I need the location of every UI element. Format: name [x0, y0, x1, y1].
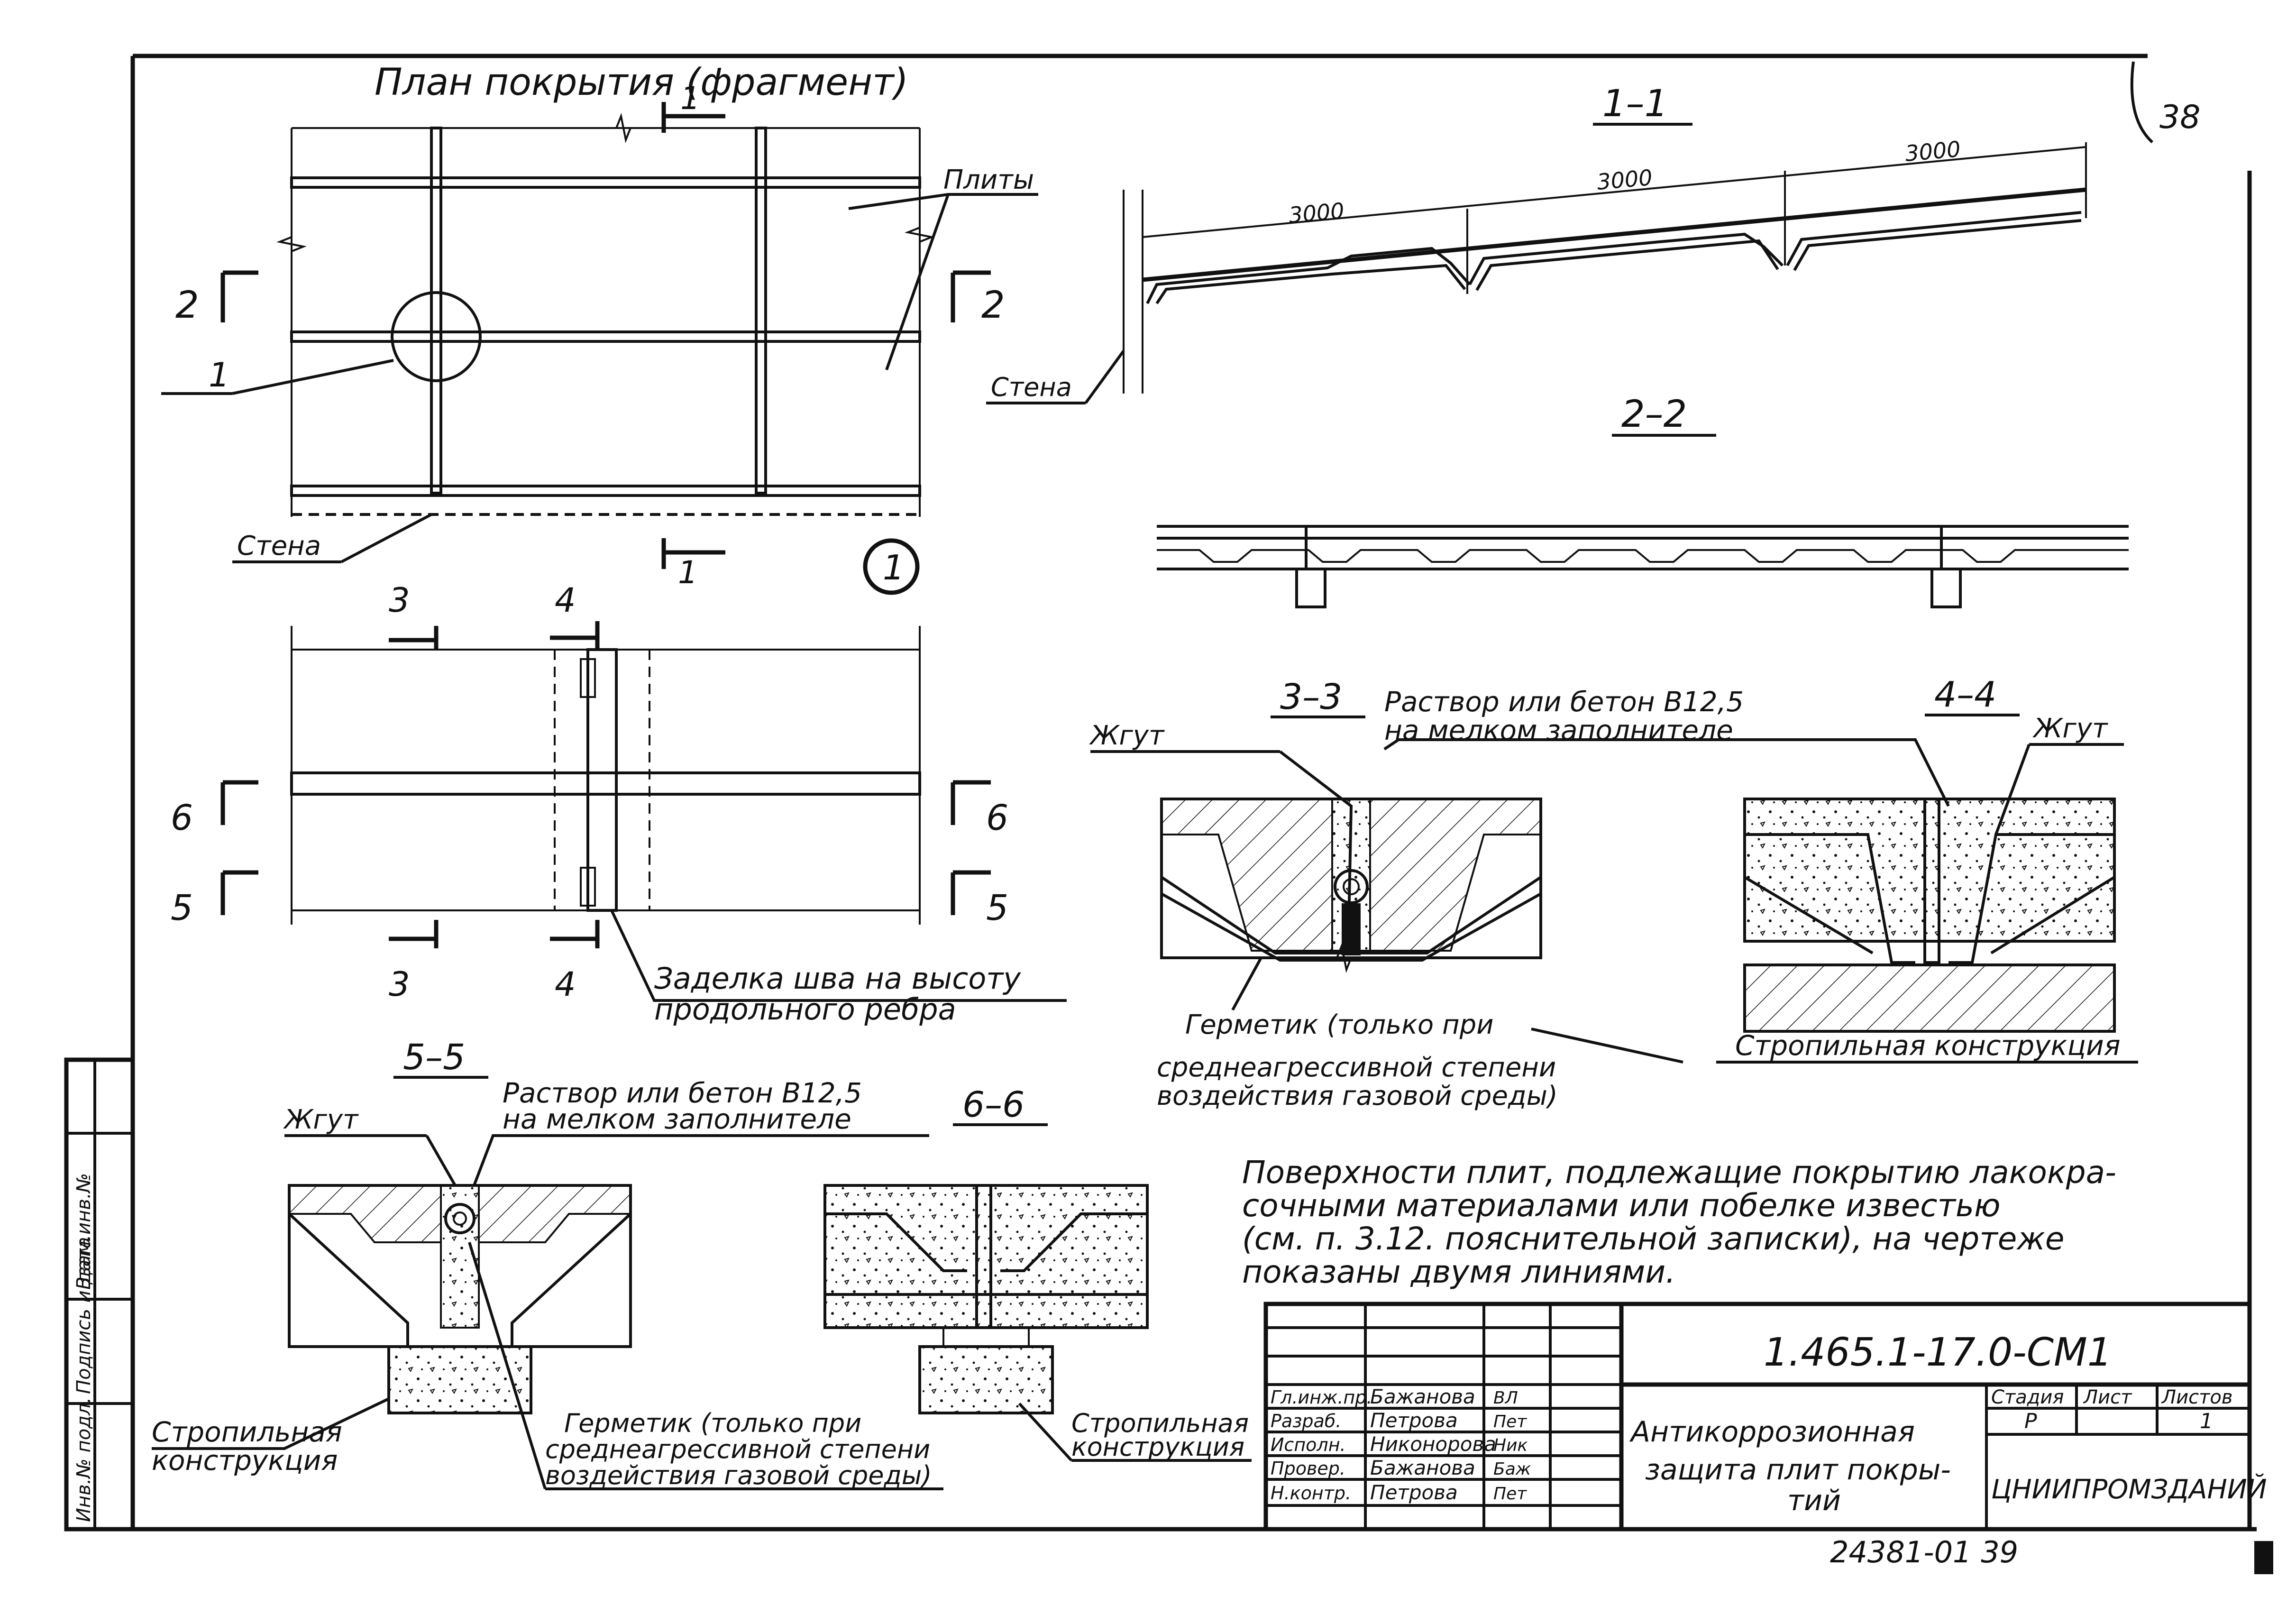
sealant-note-line3: воздействия газовой среды) [1157, 1081, 1558, 1111]
section-1-1-dim-3: 3000 [1904, 136, 1961, 166]
tb-organization: ЦНИИПРОМЗДАНИЙ [1991, 1474, 2267, 1505]
section-6-6-rafter-2: конструкция [1071, 1432, 1244, 1462]
tb-signature-1: ВЛ [1493, 1388, 1518, 1408]
mark-3-top: 3 [389, 581, 410, 620]
stamp-inv-number: Инв.№ подл. [73, 1397, 95, 1522]
section-3-3-title: 3–3 [1280, 677, 1342, 717]
section-1-1-wall-label: Стена [991, 372, 1072, 402]
section-1-1-dim-2: 3000 [1596, 165, 1653, 195]
section-5-5-mortar-2: на мелком заполнителе [503, 1103, 851, 1135]
stamp-signature-date: Подпись и дата [73, 1237, 95, 1394]
stamp-replaces: Взам.инв.№ [73, 1173, 95, 1290]
note-line1: Поверхности плит, подлежащие покрытию ла… [1242, 1154, 2116, 1191]
section-4-4-tube: Жгут [2032, 713, 2108, 744]
mark-6-left: 6 [171, 798, 193, 838]
plan-wall-label: Стена [237, 531, 321, 561]
section-5-5-title: 5–5 [403, 1037, 465, 1078]
section-4-4-rafter: Стропильная конструкция [1735, 1029, 2121, 1062]
section-2-2-drawing [1157, 525, 2129, 608]
tb-name-line3: тий [1787, 1484, 1841, 1517]
corner-mark [2254, 1541, 2273, 1574]
tb-name-5: Петрова [1370, 1481, 1458, 1504]
section-1-1-drawing [986, 142, 2087, 404]
tb-name-line1: Антикоррозионная [1629, 1415, 1915, 1449]
tb-role-1: Гл.инж.пр. [1271, 1387, 1372, 1408]
seam-label-line1: Заделка шва на высоту [654, 961, 1021, 996]
section-6-6-drawing [823, 1184, 1149, 1414]
section-2-label-right: 2 [981, 284, 1005, 327]
side-stamp [64, 1057, 135, 1532]
mark-3-bottom: 3 [389, 965, 410, 1004]
tb-sheets-value: 1 [2200, 1409, 2213, 1433]
plan-leaders [161, 193, 1038, 563]
detail-plan [220, 621, 1067, 1002]
mark-5-right: 5 [986, 888, 1008, 928]
section-3-3-drawing [1090, 738, 1730, 973]
node-1-marker-number: 1 [883, 548, 905, 587]
roof-plan [276, 113, 935, 517]
section-5-5-mortar-1: Раствор или бетон В12,5 [503, 1077, 862, 1109]
mark-4-top: 4 [555, 581, 576, 620]
tb-name-4: Бажанова [1370, 1456, 1475, 1479]
section-2-2-title: 2–2 [1621, 393, 1687, 436]
note-line3: (см. п. 3.12. пояснительной записки), на… [1242, 1220, 2064, 1257]
section-6-6-rafter-1: Стропильная [1071, 1408, 1249, 1438]
tb-col-stage: Стадия [1991, 1386, 2064, 1408]
section-3-3-mortar-1: Раствор или бетон В12,5 [1384, 686, 1744, 718]
section-5-5-rafter-1: Стропильная [152, 1416, 342, 1448]
tb-signature-5: Пет [1493, 1484, 1527, 1504]
node-1-marker [863, 538, 920, 595]
tb-name-2: Петрова [1370, 1409, 1458, 1432]
sealant-note-line2: среднеагрессивной степени [1157, 1052, 1556, 1083]
plan-node-label: 1 [209, 356, 230, 395]
section-4-4-title: 4–4 [1934, 674, 1996, 715]
plan-slabs-label: Плиты [943, 165, 1034, 195]
section-1-marks [661, 102, 725, 569]
section-2-marks [220, 270, 991, 322]
tb-role-5: Н.контр. [1271, 1483, 1351, 1504]
section-3-3-tube: Жгут [1089, 720, 1165, 751]
tb-col-sheet: Лист [2083, 1386, 2132, 1408]
mark-4-bottom: 4 [555, 965, 576, 1004]
title-block [1263, 1302, 2252, 1532]
tb-role-4: Провер. [1271, 1458, 1345, 1479]
section-1-1-title: 1–1 [1602, 83, 1668, 125]
tb-signature-3: Ник [1493, 1436, 1528, 1455]
note-line4: показаны двумя линиями. [1242, 1254, 1675, 1290]
tb-name-line2: защита плит покры- [1645, 1453, 1951, 1486]
section-6-6-title: 6–6 [962, 1084, 1025, 1125]
section-1-label-bottom: 1 [678, 554, 698, 591]
section-5-5-sealant-3: воздействия газовой среды) [545, 1460, 932, 1490]
section-1-1-dim-1: 3000 [1288, 198, 1345, 228]
section-5-5-sealant-2: среднеагрессивной степени [545, 1434, 930, 1464]
tb-role-3: Исполн. [1271, 1434, 1346, 1455]
mark-6-right: 6 [986, 798, 1008, 838]
tb-signature-4: Баж [1493, 1459, 1531, 1479]
section-4-4-drawing [1730, 738, 2124, 1033]
section-2-label-left: 2 [175, 284, 199, 327]
drawing-code: 1.465.1-17.0-СМ1 [1764, 1330, 2112, 1375]
bottom-code: 24381-01 39 [1830, 1535, 2018, 1569]
tb-name-3: Никонорова [1370, 1432, 1496, 1456]
section-5-5-tube: Жгут [283, 1104, 359, 1135]
section-5-5-sealant-1: Герметик (только при [564, 1408, 861, 1438]
mark-5-left: 5 [171, 888, 193, 928]
seam-label-line2: продольного ребра [654, 992, 956, 1027]
section-1-label-top: 1 [680, 80, 700, 117]
sheet-number: 38 [2159, 99, 2201, 136]
note-line2: сочными материалами или побелке известью [1242, 1187, 2001, 1224]
tb-role-2: Разраб. [1271, 1411, 1341, 1431]
tb-stage-value: Р [2024, 1409, 2037, 1433]
section-3-3-mortar-2: на мелком заполнителе [1384, 714, 1733, 746]
plan-title: План покрытия (фрагмент) [375, 61, 908, 104]
tb-signature-2: Пет [1493, 1412, 1527, 1431]
sealant-note-line1: Герметик (только при [1185, 1009, 1494, 1040]
tb-name-1: Бажанова [1370, 1385, 1475, 1408]
tb-col-sheets: Листов [2161, 1386, 2232, 1408]
